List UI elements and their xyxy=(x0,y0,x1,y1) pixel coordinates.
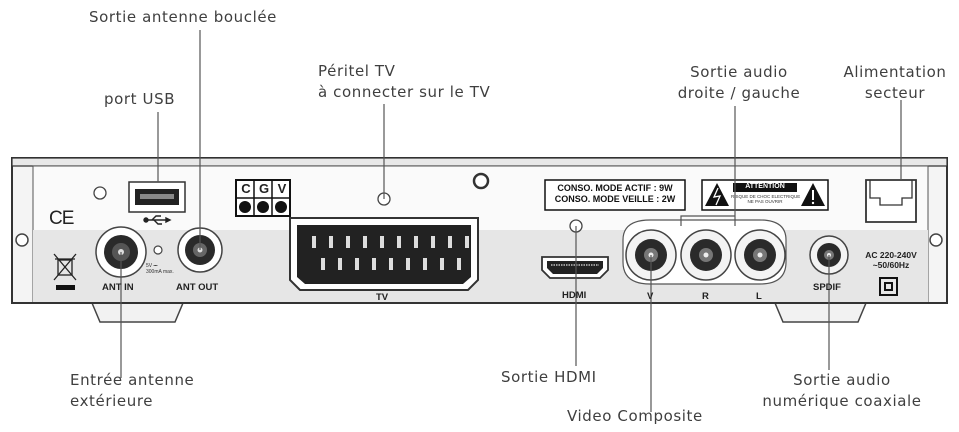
scart-pin xyxy=(457,258,461,270)
double-insulation-icon xyxy=(879,277,898,296)
rca-l-connector xyxy=(734,229,786,281)
attention-label-box xyxy=(701,179,829,211)
leader-lines xyxy=(120,30,902,412)
scart-pin xyxy=(414,236,418,248)
scart-pin xyxy=(423,258,427,270)
top-screw xyxy=(472,172,490,190)
scart-pin xyxy=(389,258,393,270)
scart-pin xyxy=(363,236,367,248)
callout-alimentation-line1: Alimentation xyxy=(843,63,947,81)
scart-pin xyxy=(346,236,350,248)
rca-r-connector xyxy=(680,229,732,281)
left-screw-hole xyxy=(15,233,29,247)
callout-sortie-hdmi: Sortie HDMI xyxy=(501,368,597,386)
conso-label-box xyxy=(544,179,686,211)
attention-body: RISQUE DE CHOC ELECTRIQUE NE PAS OUVRIR xyxy=(731,194,801,204)
cgv-letters: C G V xyxy=(237,180,291,198)
callout-peritel: Péritel TV à connecter sur le TV xyxy=(318,61,490,103)
scart-pin xyxy=(355,258,359,270)
scart-pin xyxy=(406,258,410,270)
label-ac: AC 220-240V ~50/60Hz xyxy=(858,250,924,270)
label-spdif: SPDIF xyxy=(813,282,841,293)
callout-sortie-numerique-line2: numérique coaxiale xyxy=(762,392,922,410)
callout-sortie-numerique-line1: Sortie audio xyxy=(793,371,891,389)
label-ant-out: ANT OUT xyxy=(176,282,219,293)
conso-text: CONSO. MODE ACTIF : 9W CONSO. MODE VEILL… xyxy=(545,183,685,205)
cgv-letter-c: C xyxy=(241,181,251,196)
scart-pin xyxy=(448,236,452,248)
attention-line2: NE PAS OUVRIR xyxy=(747,199,783,204)
usb-spec-line1: 5V ⎓ xyxy=(146,263,158,269)
callout-entree-antenne-line2: extérieure xyxy=(70,392,154,410)
ce-mark-text: CE xyxy=(49,208,74,229)
scart-pin xyxy=(321,258,325,270)
scart-pin xyxy=(440,258,444,270)
label-ac-line2: ~50/60Hz xyxy=(872,260,910,270)
usb-spec: 5V ⎓ 300mA max. xyxy=(146,263,174,275)
power-inlet xyxy=(865,179,917,223)
right-foot xyxy=(773,302,868,323)
label-r: R xyxy=(702,291,709,302)
cgv-letter-g: G xyxy=(258,181,270,196)
attention-line1: RISQUE DE CHOC ELECTRIQUE xyxy=(731,194,801,199)
callout-alimentation: Alimentation secteur xyxy=(836,62,954,104)
callout-peritel-line1: Péritel TV xyxy=(318,62,396,80)
label-ant-in: ANT IN xyxy=(102,282,134,293)
label-l: L xyxy=(756,291,762,302)
callout-sortie-antenne: Sortie antenne bouclée xyxy=(89,8,278,26)
conso-line1: CONSO. MODE ACTIF : 9W xyxy=(557,183,673,193)
chassis-top-lip xyxy=(11,157,948,167)
callout-sortie-audio-line1: Sortie audio xyxy=(690,63,788,81)
scart-pin xyxy=(372,258,376,270)
callout-sortie-numerique: Sortie audio numérique coaxiale xyxy=(742,370,942,412)
callout-sortie-audio-line2: droite / gauche xyxy=(677,84,801,102)
hdmi-port xyxy=(541,256,609,279)
callout-video-composite: Video Composite xyxy=(567,407,703,425)
label-tv: TV xyxy=(376,292,389,303)
callout-entree-antenne: Entrée antenne extérieure xyxy=(70,370,194,412)
scart-connector xyxy=(289,217,479,291)
right-screw-hole xyxy=(929,233,943,247)
scart-pin xyxy=(329,236,333,248)
cgv-logo xyxy=(235,179,291,217)
callout-peritel-line2: à connecter sur le TV xyxy=(318,83,491,101)
callout-entree-antenne-line1: Entrée antenne xyxy=(70,371,195,389)
scart-pin xyxy=(431,236,435,248)
cgv-letter-v: V xyxy=(277,181,287,196)
lightning-warning-icon xyxy=(705,183,729,206)
usb-port xyxy=(128,181,186,213)
scart-pin xyxy=(338,258,342,270)
callout-alimentation-line2: secteur xyxy=(864,84,926,102)
scart-pin xyxy=(380,236,384,248)
scart-pin xyxy=(397,236,401,248)
label-ac-line1: AC 220-240V xyxy=(865,250,917,260)
attention-title: ATTENTION xyxy=(745,183,785,190)
weee-bin-icon xyxy=(53,253,77,290)
scart-pin xyxy=(465,236,469,248)
label-hdmi: HDMI xyxy=(562,290,587,301)
scart-pin xyxy=(312,236,316,248)
label-v: V xyxy=(647,291,654,302)
usb-spec-line2: 300mA max. xyxy=(146,269,174,275)
left-foot xyxy=(90,302,185,323)
callout-sortie-audio: Sortie audio droite / gauche xyxy=(654,62,824,104)
usb-icon xyxy=(143,215,172,225)
callout-port-usb: port USB xyxy=(104,90,176,108)
conso-line2: CONSO. MODE VEILLE : 2W xyxy=(554,194,676,204)
